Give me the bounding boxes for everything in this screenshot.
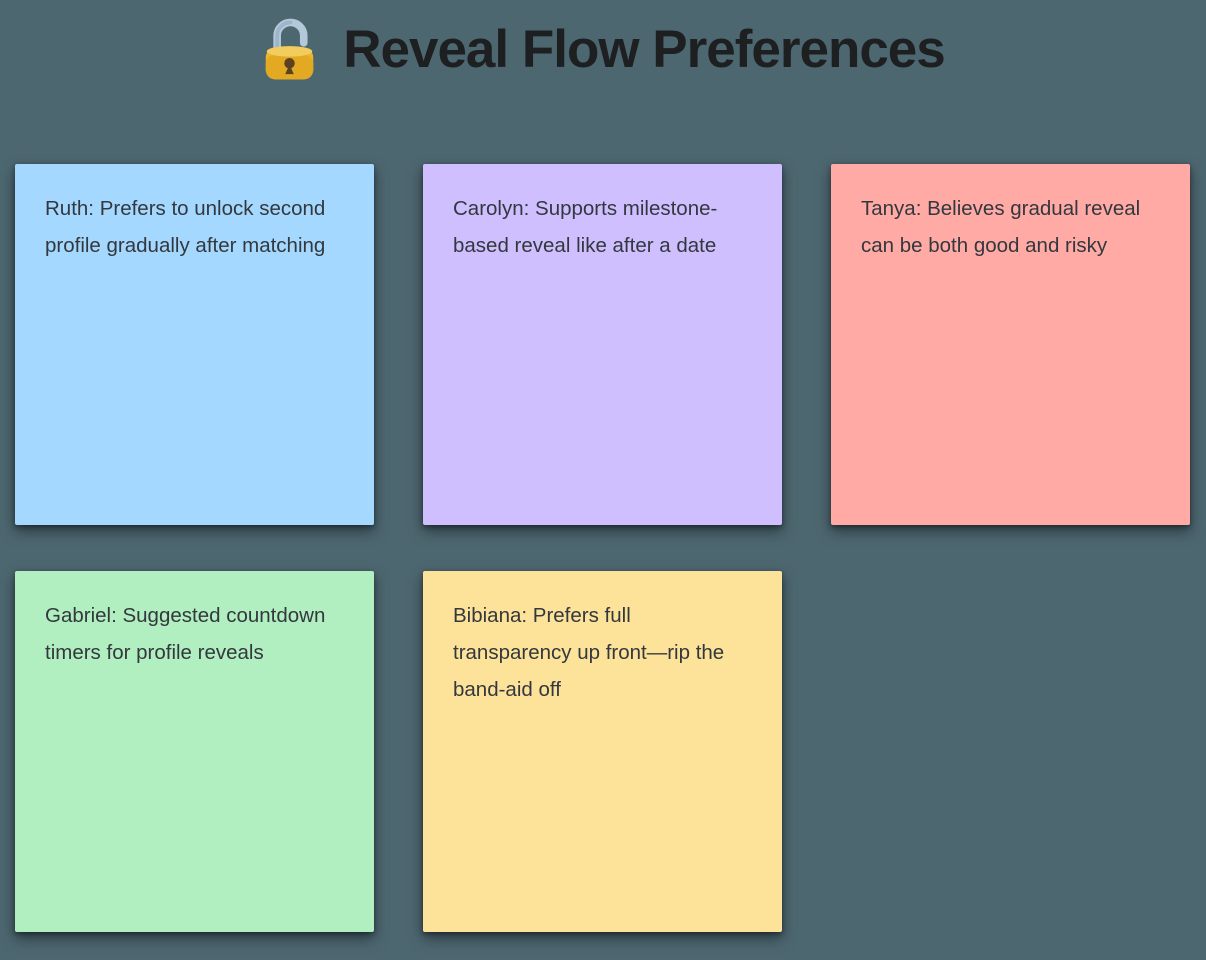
sticky-note-carolyn[interactable]: Carolyn: Supports milestone-based reveal… bbox=[423, 164, 782, 525]
sticky-note-text: Bibiana: Prefers full transparency up fr… bbox=[453, 604, 725, 701]
sticky-note-text: Carolyn: Supports milestone-based reveal… bbox=[453, 197, 718, 257]
board-header: Reveal Flow Preferences bbox=[0, 0, 1206, 88]
open-lock-icon bbox=[261, 16, 318, 82]
sticky-note-ruth[interactable]: Ruth: Prefers to unlock second profile g… bbox=[15, 164, 374, 525]
sticky-note-text: Tanya: Believes gradual reveal can be bo… bbox=[861, 197, 1141, 257]
sticky-note-text: Ruth: Prefers to unlock second profile g… bbox=[45, 197, 326, 257]
sticky-note-tanya[interactable]: Tanya: Believes gradual reveal can be bo… bbox=[831, 164, 1190, 525]
notes-grid: Ruth: Prefers to unlock second profile g… bbox=[15, 164, 1206, 932]
sticky-note-gabriel[interactable]: Gabriel: Suggested countdown timers for … bbox=[15, 571, 374, 932]
sticky-note-text: Gabriel: Suggested countdown timers for … bbox=[45, 604, 326, 664]
sticky-note-bibiana[interactable]: Bibiana: Prefers full transparency up fr… bbox=[423, 571, 782, 932]
page-title: Reveal Flow Preferences bbox=[343, 19, 946, 79]
